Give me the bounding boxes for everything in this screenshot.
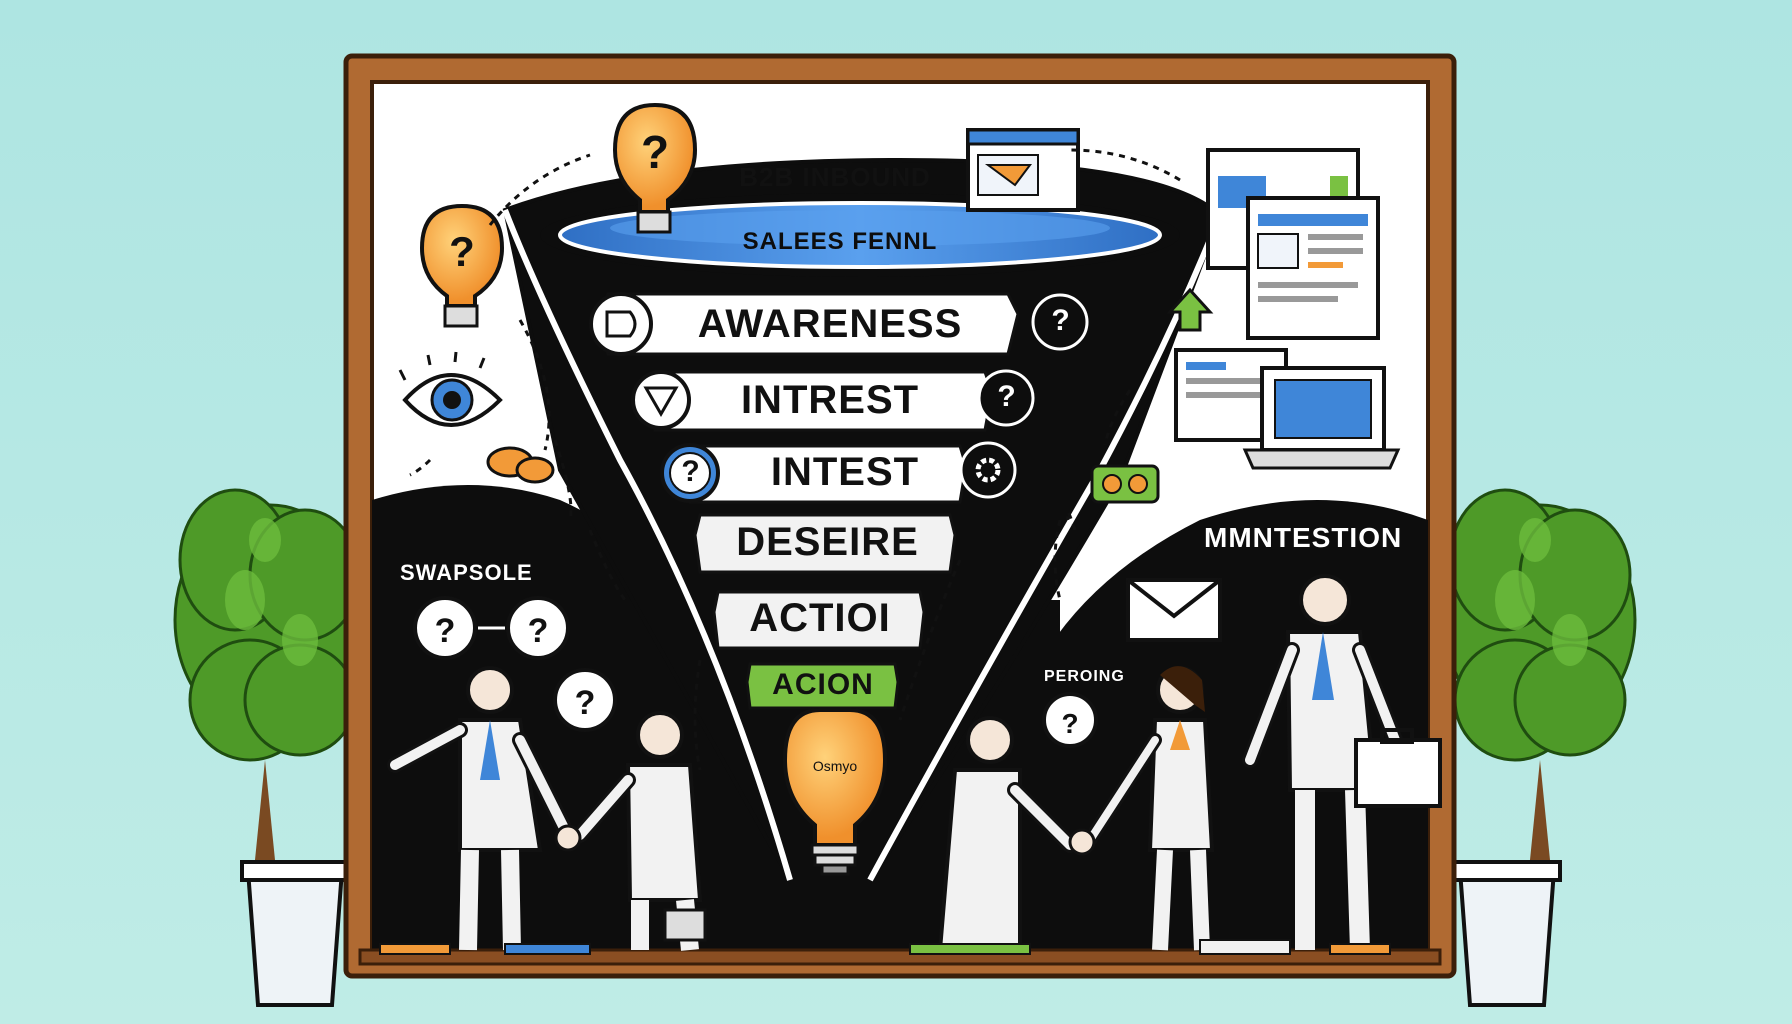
stage-left-icons [589,292,720,503]
svg-text:?: ? [528,612,549,650]
svg-text:?: ? [435,612,456,650]
right-scene-sub-label: PEROING [1044,668,1125,685]
businessman-left-1 [387,666,573,951]
question-icon: ? [681,455,701,488]
marker-tray [379,939,1391,955]
stage-intrest: INTREST [740,378,920,422]
stage-deseire: DESEIRE [736,520,919,564]
eye-icon [398,351,503,427]
stage-awareness: AWARENESS [697,302,963,346]
stage-bars [596,292,1020,710]
orange-link-icon [486,446,555,484]
left-scene-label: SWAPSOLE [400,560,533,585]
toggle-icon [1090,464,1160,504]
businesswoman [1083,666,1215,951]
stage-actioi: ACTIOI [749,596,891,640]
browser-window-icon [966,128,1080,212]
left-plant [173,488,367,1007]
envelope-icon [1126,578,1222,642]
right-plant [1443,488,1637,1007]
businessman-right-1 [937,716,1078,952]
top-lightbulb-icon: ? [612,102,698,234]
svg-text:?: ? [1061,708,1078,739]
search-bubble-icon: ? [1042,692,1098,748]
svg-text:?: ? [575,684,596,722]
laptop-icon [1174,348,1401,470]
document-icons [1206,148,1380,340]
stage-intest: INTEST [770,450,920,494]
question-icon: ? [997,380,1017,413]
right-scene-label: MMNTESTION [1204,522,1403,553]
businessman-right-2 [1242,574,1442,951]
stage-right-icons [959,293,1089,499]
flow-arrows [409,148,1181,771]
funnel-title-line2: SALEES FENNL [742,228,938,255]
funnel-title-line1: B2B INBOUND [739,162,931,192]
question-icon: ? [1051,304,1071,337]
left-lightbulb-icon: ? [419,203,505,328]
handshake-icons [554,824,1096,856]
lightbulb-icon [782,708,888,876]
bulb-text: Osmyo [812,758,858,774]
svg-text:?: ? [449,228,475,275]
svg-text:?: ? [641,126,669,178]
businessman-left-2 [572,711,707,951]
stage-acion: ACION [772,668,874,701]
speech-bubble-icons: ? ? ? [413,596,617,732]
green-arrow-icon [1166,287,1214,332]
